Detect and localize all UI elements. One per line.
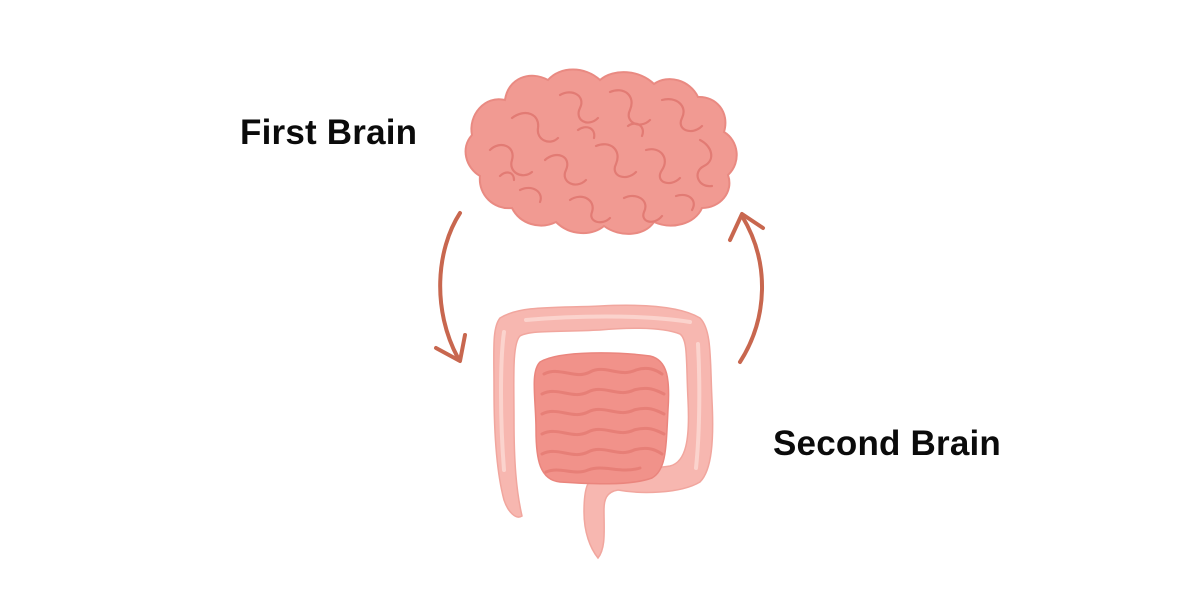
intestine-icon — [493, 304, 714, 560]
curved-arrow-down-icon — [434, 211, 467, 363]
curved-arrow-up-icon — [728, 212, 765, 364]
brain-icon — [464, 68, 738, 235]
second-brain-label: Second Brain — [773, 424, 1002, 463]
first-brain-label: First Brain — [240, 113, 418, 152]
